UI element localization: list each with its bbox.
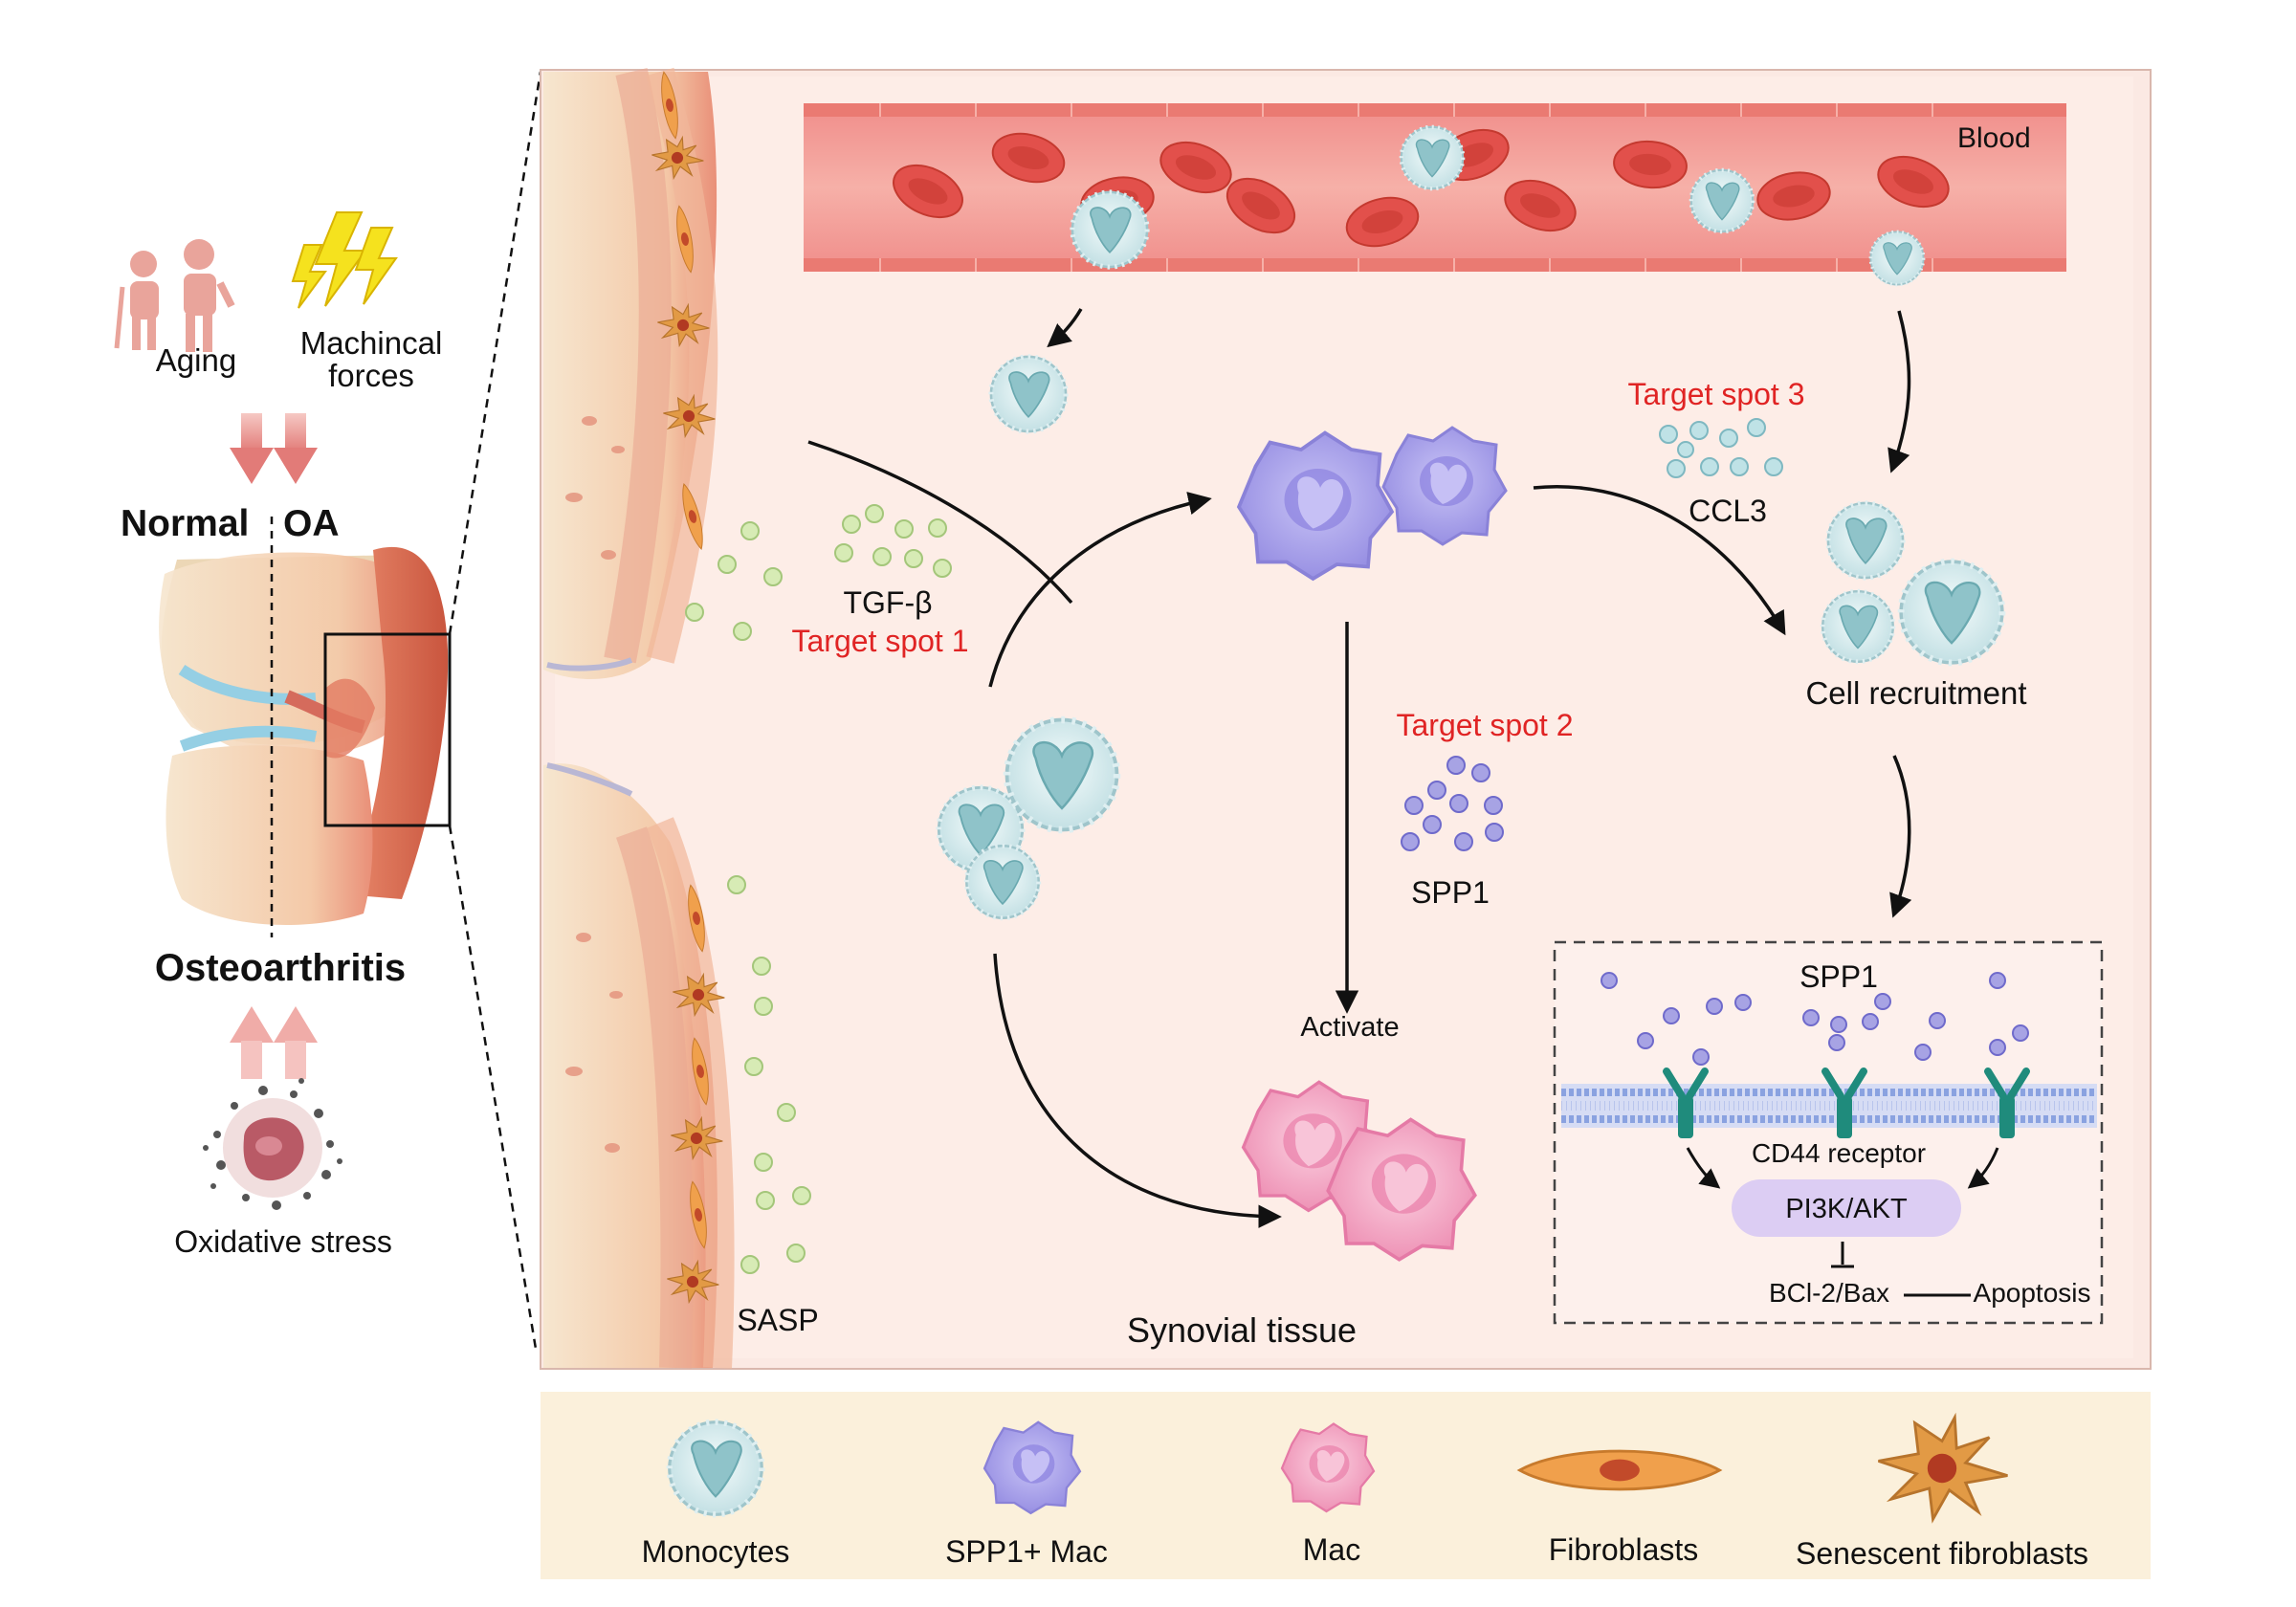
knee-joint-illustration xyxy=(159,546,449,925)
legend-label-fibroblasts: Fibroblasts xyxy=(1548,1532,1699,1567)
synovial-membrane xyxy=(543,67,735,1369)
oa-label: OA xyxy=(283,503,340,544)
zoom-line-bottom xyxy=(448,825,538,1350)
flow-arrows xyxy=(807,308,1912,1229)
spp1-dots xyxy=(1401,756,1504,851)
activate-label: Activate xyxy=(1300,1012,1400,1043)
down-arrows-icon xyxy=(230,413,318,484)
blood-vessel xyxy=(804,103,2066,287)
spp1-mac-icon xyxy=(982,1420,1082,1515)
zoom-line-top xyxy=(448,71,542,635)
target-spot-2-label: Target spot 2 xyxy=(1396,708,1574,742)
mac-icon xyxy=(1280,1422,1376,1513)
left-panel xyxy=(114,71,542,1350)
cell-recruitment-label: Cell recruitment xyxy=(1805,675,2027,711)
inset-spp1-dots xyxy=(1601,972,2029,1066)
aging-icon xyxy=(114,239,235,352)
ccl3-dots xyxy=(1659,418,1783,478)
spp1-label: SPP1 xyxy=(1411,875,1490,910)
legend-label-spp1-mac: SPP1+ Mac xyxy=(945,1534,1108,1569)
normal-label: Normal xyxy=(121,503,250,544)
forces-label-line1: Machincal xyxy=(299,325,443,361)
bcl2-bax-label: BCl-2/Bax xyxy=(1768,1278,1890,1308)
target-spot-3-label: Target spot 3 xyxy=(1627,377,1805,411)
osteoarthritis-label: Osteoarthritis xyxy=(154,947,407,989)
ccl3-label: CCL3 xyxy=(1689,494,1767,528)
sasp-label: SASP xyxy=(737,1303,819,1337)
lightning-icon xyxy=(291,211,398,309)
aging-label: Aging xyxy=(155,342,237,378)
main-panel xyxy=(540,67,2152,1370)
up-arrows-icon xyxy=(230,1006,318,1079)
legend-label-senescent-fibroblasts: Senescent fibroblasts xyxy=(1796,1536,2088,1571)
oxidative-stress-icon xyxy=(203,1078,342,1210)
zoom-box xyxy=(323,632,452,827)
cd44-receptor-label: CD44 receptor xyxy=(1751,1138,1927,1168)
inset-spp1-label: SPP1 xyxy=(1799,959,1878,994)
target-spot-1-label: Target spot 1 xyxy=(791,624,969,658)
sasp-dots xyxy=(685,521,811,1274)
oxidative-stress-label: Oxidative stress xyxy=(174,1224,392,1259)
legend xyxy=(541,1392,2151,1579)
apoptosis-label: Apoptosis xyxy=(1973,1278,2091,1308)
legend-label-monocytes: Monocytes xyxy=(641,1534,790,1569)
forces-label-line2: forces xyxy=(328,358,414,393)
pi3k-akt-label: PI3K/AKT xyxy=(1785,1194,1908,1224)
tgf-beta-label: TGF-β xyxy=(843,585,933,620)
pi3k-akt-box xyxy=(1732,1179,1961,1237)
tgf-beta-dots xyxy=(834,504,952,578)
synovial-tissue-label: Synovial tissue xyxy=(1126,1310,1358,1350)
blood-label: Blood xyxy=(1957,122,2031,154)
monocyte-icon xyxy=(670,1422,762,1515)
legend-label-mac: Mac xyxy=(1302,1532,1361,1567)
spp1-pathway-inset xyxy=(1553,940,2104,1325)
